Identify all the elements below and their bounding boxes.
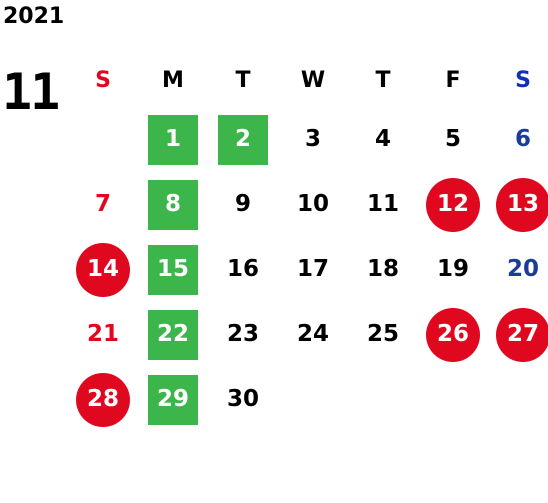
weekday-label: T	[235, 68, 251, 93]
weekday-label: F	[445, 68, 461, 93]
day-number: 15	[148, 244, 198, 295]
day-cell[interactable]: 9	[208, 172, 278, 237]
weekday-header-sunday: S	[68, 55, 138, 107]
day-cell[interactable]: 6	[488, 107, 548, 172]
weekday-header-thursday: T	[348, 55, 418, 107]
day-number: 25	[366, 321, 399, 347]
day-number: 21	[86, 321, 119, 347]
day-cell[interactable]: 26	[418, 302, 488, 367]
day-cell	[68, 107, 138, 172]
weekday-label: T	[375, 68, 391, 93]
day-number: 19	[436, 256, 469, 282]
day-cell[interactable]: 15	[138, 237, 208, 302]
day-cell[interactable]: 30	[208, 367, 278, 432]
day-cell[interactable]: 7	[68, 172, 138, 237]
weekday-header-tuesday: T	[208, 55, 278, 107]
day-number: 29	[148, 374, 198, 425]
day-cell[interactable]: 20	[488, 237, 548, 302]
day-cell[interactable]: 5	[418, 107, 488, 172]
day-cell[interactable]: 28	[68, 367, 138, 432]
day-number: 24	[296, 321, 329, 347]
day-cell[interactable]: 19	[418, 237, 488, 302]
day-number: 14	[76, 242, 130, 297]
day-cell[interactable]: 16	[208, 237, 278, 302]
day-cell[interactable]: 12	[418, 172, 488, 237]
weekday-header-friday: F	[418, 55, 488, 107]
year-label: 2021	[3, 4, 65, 29]
day-number: 9	[234, 191, 251, 217]
day-number: 30	[226, 386, 259, 412]
weekday-header-saturday: S	[488, 55, 548, 107]
day-cell[interactable]: 18	[348, 237, 418, 302]
day-cell[interactable]: 14	[68, 237, 138, 302]
day-cell[interactable]: 29	[138, 367, 208, 432]
day-cell[interactable]: 2	[208, 107, 278, 172]
day-cell[interactable]: 4	[348, 107, 418, 172]
day-cell[interactable]: 22	[138, 302, 208, 367]
day-number: 3	[304, 126, 321, 152]
day-cell	[418, 367, 488, 432]
day-number: 26	[426, 307, 480, 362]
day-cell[interactable]: 21	[68, 302, 138, 367]
day-number: 16	[226, 256, 259, 282]
weekday-header-wednesday: W	[278, 55, 348, 107]
day-number: 17	[296, 256, 329, 282]
day-number: 5	[444, 126, 461, 152]
weekday-header-monday: M	[138, 55, 208, 107]
day-cell[interactable]: 25	[348, 302, 418, 367]
day-cell[interactable]: 1	[138, 107, 208, 172]
day-number: 6	[514, 126, 531, 152]
month-number: 11	[2, 63, 60, 121]
day-number: 28	[76, 372, 130, 427]
day-number: 27	[496, 307, 548, 362]
day-number: 11	[366, 191, 399, 217]
weekday-label: W	[300, 68, 326, 93]
day-cell	[488, 367, 548, 432]
weekday-label: S	[95, 68, 111, 93]
day-number: 7	[94, 191, 111, 217]
day-number: 8	[148, 179, 198, 230]
day-number: 1	[148, 114, 198, 165]
day-number: 13	[496, 177, 548, 232]
day-cell[interactable]: 27	[488, 302, 548, 367]
day-cell[interactable]: 24	[278, 302, 348, 367]
day-number: 23	[226, 321, 259, 347]
day-number: 12	[426, 177, 480, 232]
day-cell	[348, 367, 418, 432]
day-number: 22	[148, 309, 198, 360]
day-number: 20	[506, 256, 539, 282]
day-number: 10	[296, 191, 329, 217]
day-cell[interactable]: 23	[208, 302, 278, 367]
day-cell[interactable]: 11	[348, 172, 418, 237]
day-number: 2	[218, 114, 268, 165]
day-cell[interactable]: 17	[278, 237, 348, 302]
day-number: 18	[366, 256, 399, 282]
weekday-label: S	[515, 68, 531, 93]
day-cell[interactable]: 3	[278, 107, 348, 172]
day-number: 4	[374, 126, 391, 152]
day-cell[interactable]: 8	[138, 172, 208, 237]
day-cell	[278, 367, 348, 432]
day-cell[interactable]: 10	[278, 172, 348, 237]
weekday-label: M	[162, 68, 184, 93]
day-cell[interactable]: 13	[488, 172, 548, 237]
